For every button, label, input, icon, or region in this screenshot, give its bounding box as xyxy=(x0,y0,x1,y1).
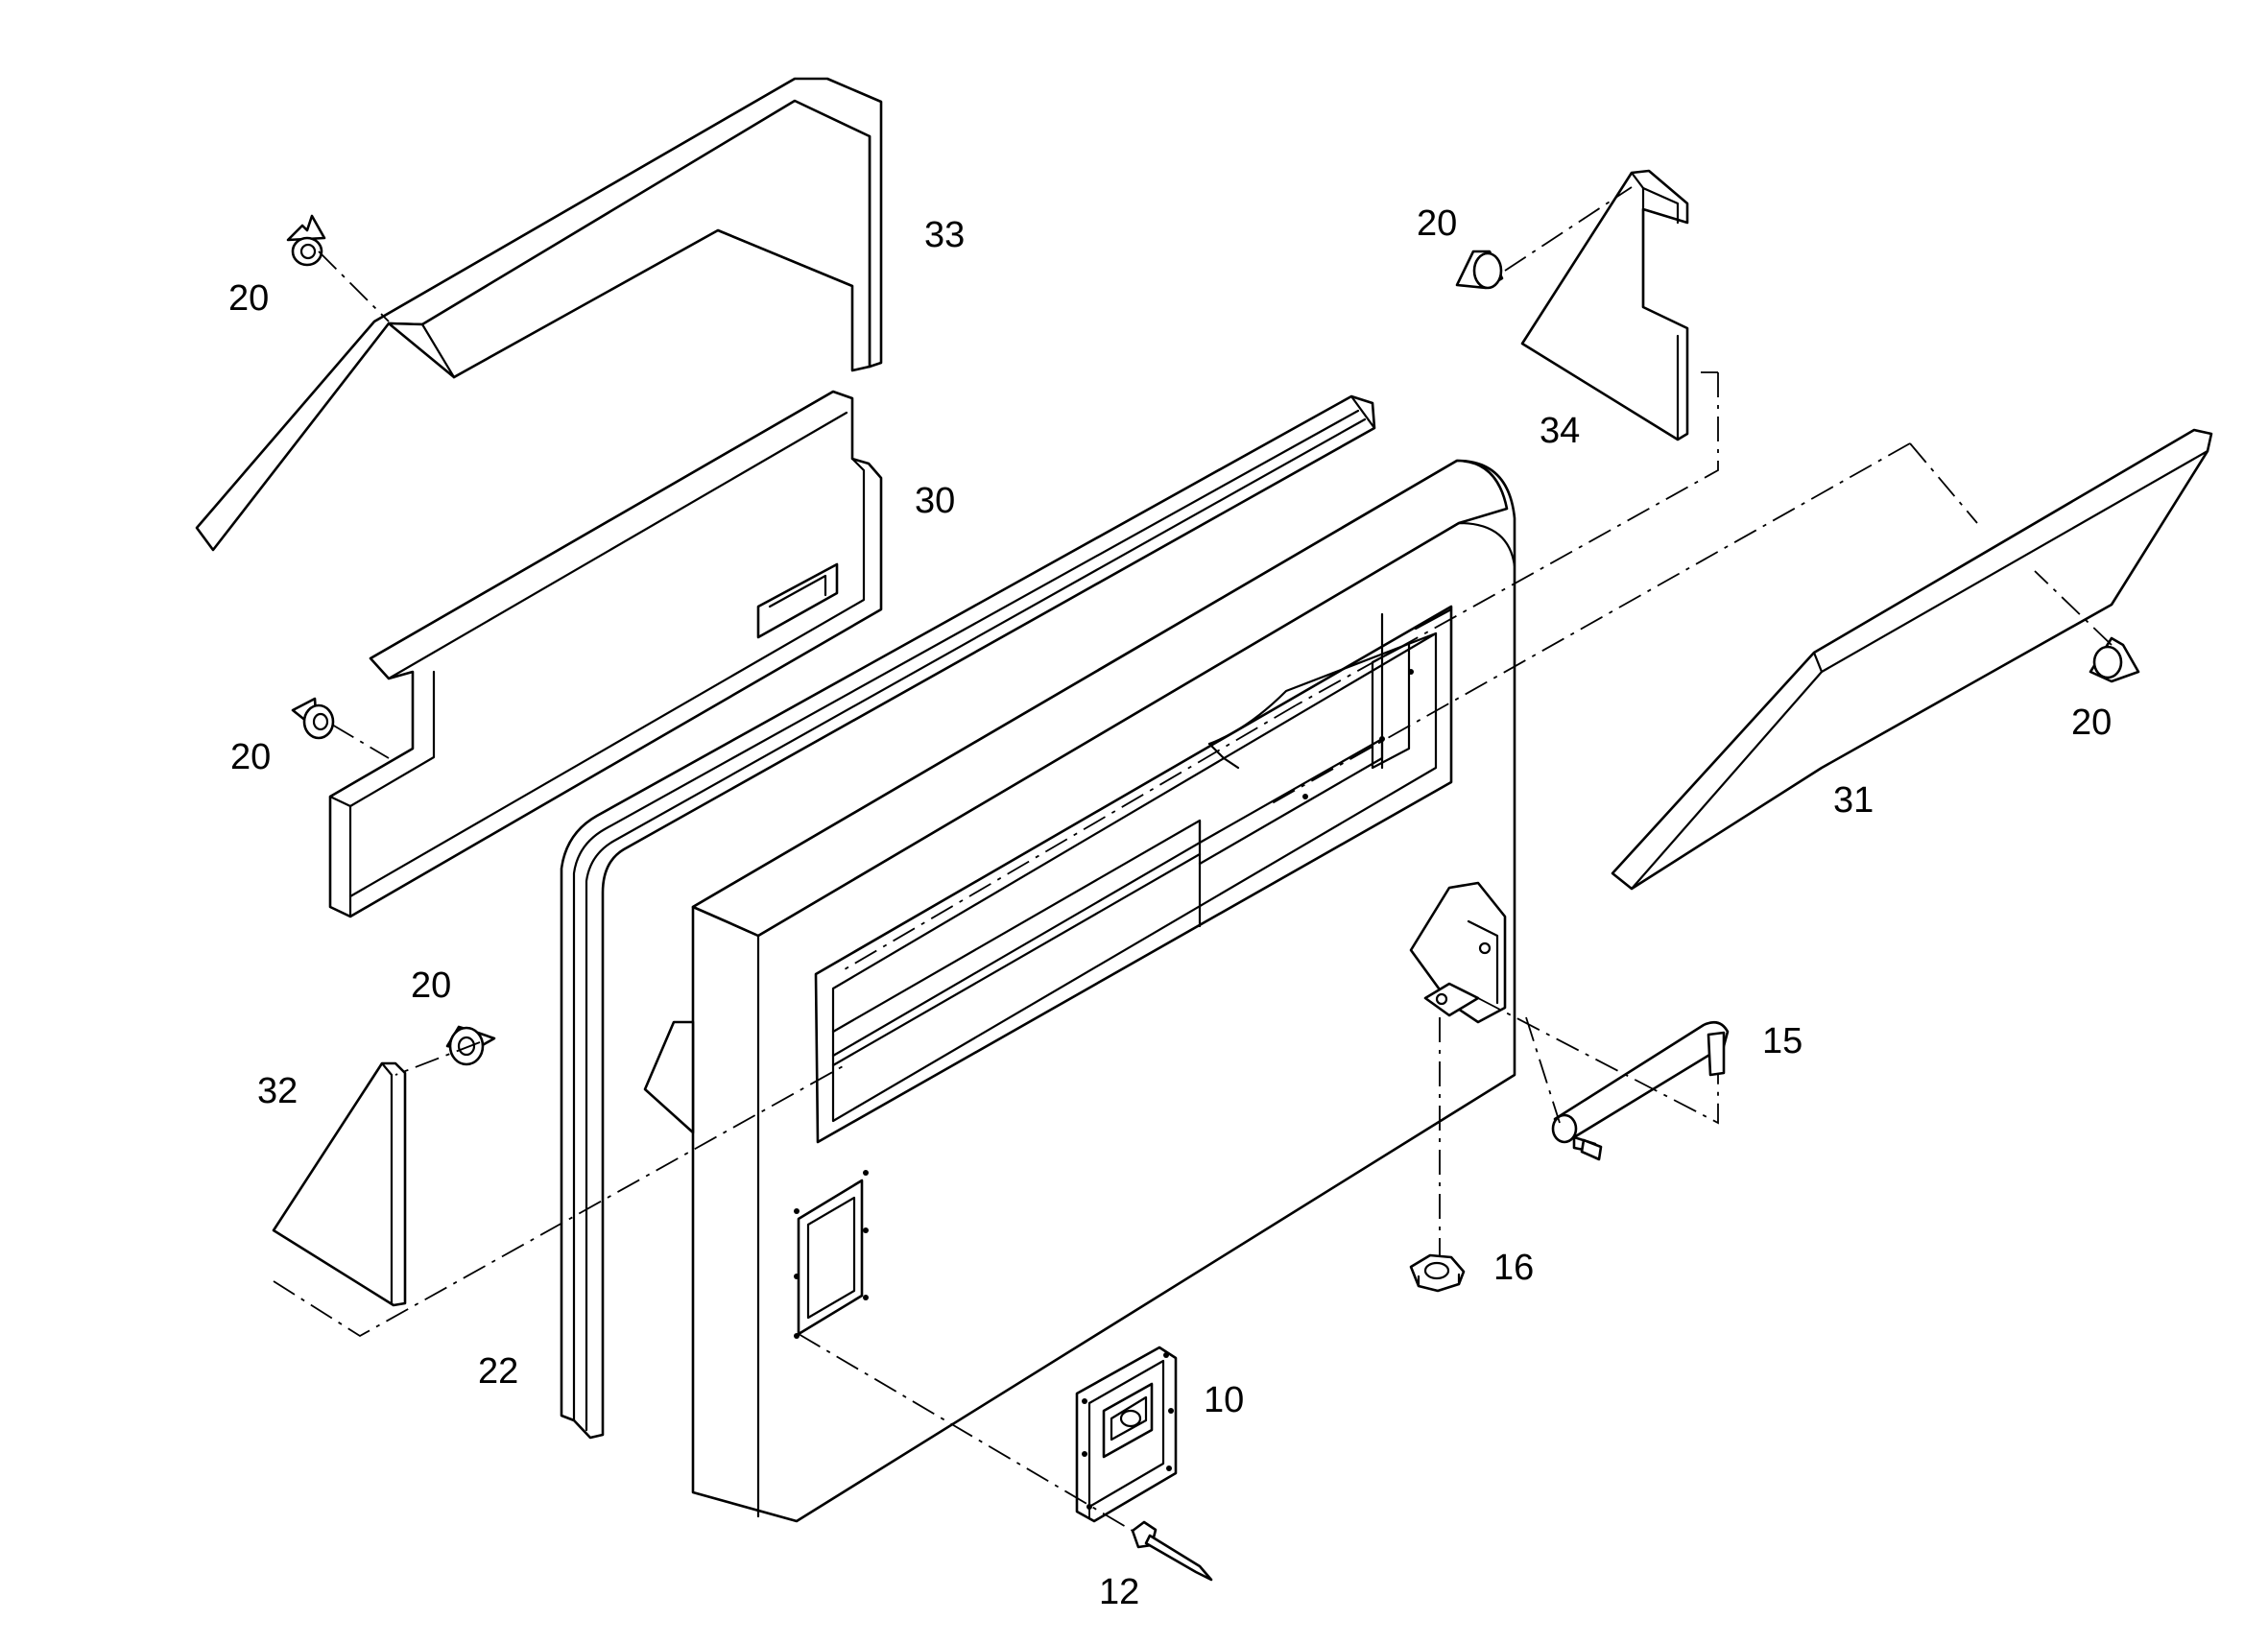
hinge-bracket xyxy=(1409,881,1507,1024)
callout-20-top-right: 20 xyxy=(1417,203,1458,244)
callout-33: 33 xyxy=(924,215,966,255)
part-10-door-handle xyxy=(1075,1346,1178,1523)
callout-20-lower-left: 20 xyxy=(411,965,452,1006)
part-33-upper-trim xyxy=(195,77,883,552)
callout-20-right: 20 xyxy=(2071,703,2113,743)
callout-16: 16 xyxy=(1493,1248,1535,1288)
part-31-long-trim xyxy=(1611,428,2213,891)
clip-20-top-left xyxy=(286,214,326,267)
callout-30: 30 xyxy=(915,481,956,521)
callout-20-top-left: 20 xyxy=(228,278,270,319)
callout-15: 15 xyxy=(1762,1021,1803,1061)
clip-20-right xyxy=(2089,636,2140,683)
callout-34: 34 xyxy=(1540,411,1581,451)
part-16-nut xyxy=(1409,1253,1466,1293)
callout-20-mid-left: 20 xyxy=(230,737,272,777)
part-30-lower-trim xyxy=(328,390,883,918)
part-15-lever-rod xyxy=(1551,1020,1730,1161)
clip-20-mid-left xyxy=(291,697,335,740)
callout-10: 10 xyxy=(1204,1380,1245,1420)
callout-31: 31 xyxy=(1833,780,1874,821)
callout-22: 22 xyxy=(478,1351,519,1392)
clip-20-top-right xyxy=(1455,250,1504,290)
part-32-triangle-trim xyxy=(272,1061,407,1307)
part-34-bracket xyxy=(1520,169,1689,441)
clip-20-lower-left xyxy=(445,1025,496,1066)
callout-32: 32 xyxy=(257,1071,298,1111)
door-panel xyxy=(643,459,1516,1523)
leader-lines xyxy=(273,186,2113,1532)
part-22-seal-strip xyxy=(560,394,1376,1440)
part-12-screw xyxy=(1131,1520,1213,1582)
callout-12: 12 xyxy=(1099,1572,1140,1612)
